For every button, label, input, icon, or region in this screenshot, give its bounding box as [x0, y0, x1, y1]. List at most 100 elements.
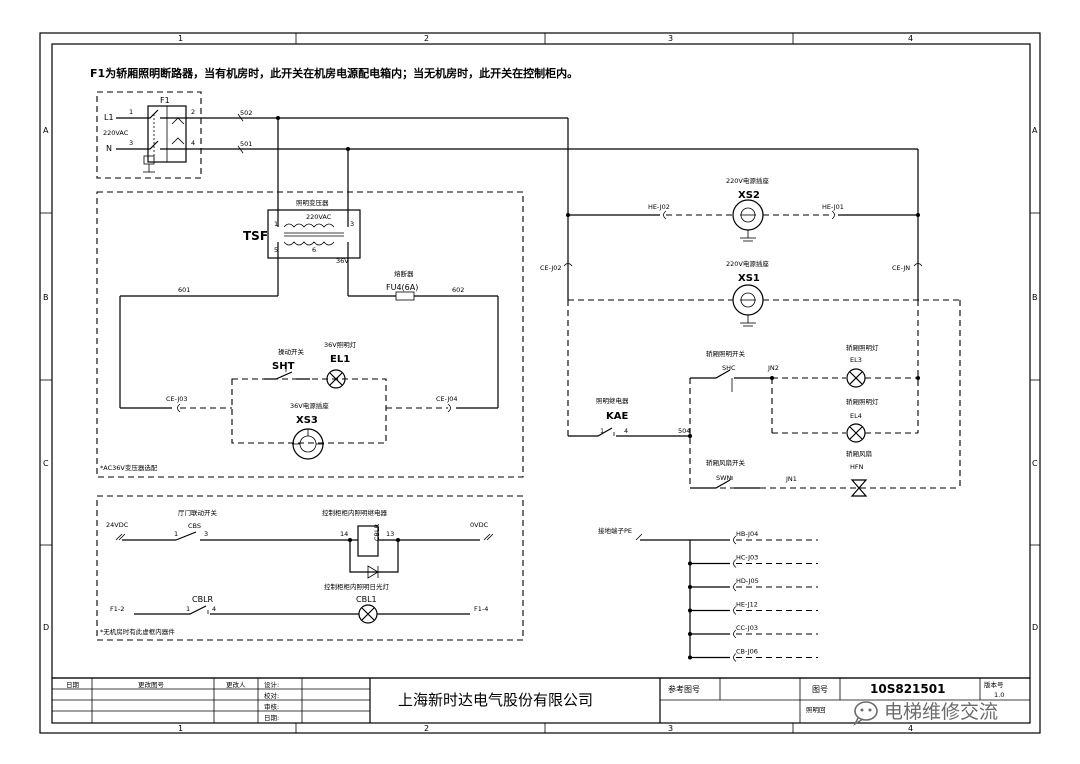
door-switch-t3: 3 — [204, 530, 208, 538]
tb-design: 设计: — [264, 680, 279, 689]
col-label-3: 3 — [668, 34, 673, 43]
xs3-name: 36V电源插座 — [290, 401, 329, 410]
tb-review: 审核: — [264, 702, 279, 711]
xs1-id: XS1 — [738, 273, 760, 284]
relay-name: 控制柜柜内照明继电器 — [322, 508, 388, 517]
pe-terminal-row: HE-J12 — [688, 601, 818, 615]
sht-id: SHT — [272, 361, 295, 372]
relay-coil-icon — [357, 525, 379, 557]
tb-drawing-label: 图号 — [812, 685, 828, 694]
col-label-4: 4 — [908, 34, 913, 43]
wire-501: 501 — [240, 140, 252, 148]
tb-rev-date: 日期 — [66, 681, 80, 689]
xs2-id: XS2 — [738, 190, 760, 201]
pe-terminal-label: HB-J04 — [736, 530, 758, 538]
col-label-1-bottom: 1 — [178, 724, 183, 733]
row-label-a: A — [43, 126, 49, 135]
fuse-name: 熔断器 — [394, 269, 414, 278]
ce-j04-label: CE-J04 — [436, 395, 458, 403]
shc-name: 轿厢照明开关 — [706, 349, 746, 358]
tb-sheet-label: 照明回 — [806, 706, 826, 714]
pe-terminal-row: HD-J05 — [688, 577, 818, 592]
socket-xs2-group: 220V电源插座 XS2 HE-J02 HE-J01 — [566, 176, 920, 242]
pe-terminal-label: CB-J06 — [736, 648, 758, 656]
row-label-b-right: B — [1032, 293, 1038, 302]
col-label-4-bottom: 4 — [908, 724, 913, 733]
relay-t13: 13 — [386, 530, 394, 538]
kae-id: KAE — [606, 411, 628, 422]
sht-name: 操动开关 — [278, 347, 305, 356]
pe-terminal-row: HC-J03 — [688, 554, 818, 568]
transformer-p3: 3 — [350, 220, 354, 228]
xs2-left-term: HE-J02 — [648, 203, 670, 211]
el3-name: 轿厢照明灯 — [846, 343, 879, 352]
row-label-b: B — [43, 293, 49, 302]
tb-check: 校对: — [264, 691, 279, 700]
title-block: 日期 更改图号 更改人 设计: 校对: 审核: 日期: 上海新时达电气股份有限公… — [51, 677, 1031, 724]
pe-terminal-label: HC-J03 — [736, 554, 758, 562]
row-label-d: D — [43, 623, 49, 632]
dc0-label: 0VDC — [470, 521, 489, 529]
pe-terminal-row: CB-J06 — [688, 648, 818, 662]
transformer-s5: 5 — [274, 246, 278, 254]
pe-terminal-label: CC-J03 — [736, 624, 758, 632]
f12-label: F1-2 — [110, 605, 124, 613]
door-switch-name: 厅门联动开关 — [178, 508, 218, 517]
transformer-id: TSF — [243, 229, 268, 243]
car-lighting-box: 轿厢照明开关 SHC JN2 轿厢照明灯 EL3 轿厢照明灯 EL4 轿厢风扇开… — [689, 300, 960, 497]
row-label-d-right: D — [1032, 623, 1038, 632]
wire-602: 602 — [452, 286, 464, 294]
watermark-text: 电梯维修交流 — [884, 701, 998, 723]
pe-terminal-label: HD-J05 — [736, 577, 759, 585]
cabinet-switch-t1: 1 — [186, 605, 190, 613]
drawing-frame — [39, 32, 1041, 734]
xs2-right-term: HE-J01 — [822, 203, 844, 211]
breaker-n: N — [106, 144, 112, 153]
transformer-name: 照明变压器 — [296, 198, 329, 207]
door-switch-id: CBS — [188, 522, 201, 530]
tb-rev-desc: 更改图号 — [138, 680, 165, 689]
relay-t14: 14 — [340, 530, 348, 538]
el1-name: 36V照明灯 — [324, 340, 357, 349]
swn-id: SWN — [716, 474, 732, 482]
door-switch-t1: 1 — [174, 530, 178, 538]
fan-hfn-icon — [850, 479, 868, 497]
ce-j03-label: CE-J03 — [166, 395, 188, 403]
grid-labels: 1 2 3 4 1 2 3 4 A B C D A B C D — [43, 34, 1038, 733]
transformer-box: *AC36V变压器选配 照明变压器 TSF 220VAC 36V 1 3 5 6… — [96, 118, 524, 478]
breaker-t4: 4 — [191, 139, 195, 147]
row-label-a-right: A — [1032, 126, 1038, 135]
wire-504: 504 — [678, 427, 690, 435]
f14-label: F1-4 — [474, 605, 488, 613]
jn2-label: JN2 — [767, 364, 779, 372]
col-label-3-bottom: 3 — [668, 724, 673, 733]
kae-c1: 1 — [600, 427, 604, 435]
wire-502: 502 — [240, 109, 252, 117]
breaker-l1: L1 — [104, 113, 114, 122]
tb-version-label: 版本号 — [984, 680, 1004, 689]
col-label-2: 2 — [424, 34, 429, 43]
col-label-1: 1 — [178, 34, 183, 43]
tb-ref-label: 参考图号 — [668, 684, 700, 694]
breaker-t1: 1 — [129, 108, 133, 116]
cabinet-lamp-id: CBL1 — [356, 595, 377, 604]
transformer-s6: 6 — [312, 246, 316, 254]
row-label-c: C — [43, 459, 49, 468]
connector-ce-jn: CE-JN — [892, 263, 923, 272]
title-note: F1为轿厢照明断路器，当有机房时，此开关在机房电源配电箱内；当无机房时，此开关在… — [90, 66, 578, 80]
tb-version: 1.0 — [994, 691, 1004, 699]
row-label-c-right: C — [1032, 459, 1038, 468]
connector-ce-j02: CE-J02 — [540, 263, 573, 272]
xs3-id: XS3 — [296, 415, 318, 426]
cabinet-note: *无机房时有此虚框内器件 — [100, 627, 175, 636]
pe-label: 接地端子PE — [598, 526, 632, 535]
socket-xs1-group: 220V电源插座 XS1 — [567, 259, 961, 488]
lamp-el1-icon — [326, 369, 346, 389]
shc-id: SHC — [722, 364, 736, 372]
transformer-secondary: 36V — [336, 257, 349, 265]
pe-terminal-label: HE-J12 — [736, 601, 758, 609]
xs1-name: 220V电源插座 — [726, 259, 769, 268]
cabinet-switch-t4: 4 — [212, 605, 216, 613]
el1-id: EL1 — [330, 354, 350, 365]
cabinet-light-box: *无机房时有此虚框内器件 24VDC 厅门联动开关 CBS 1 3 控制柜柜内照… — [96, 495, 524, 641]
